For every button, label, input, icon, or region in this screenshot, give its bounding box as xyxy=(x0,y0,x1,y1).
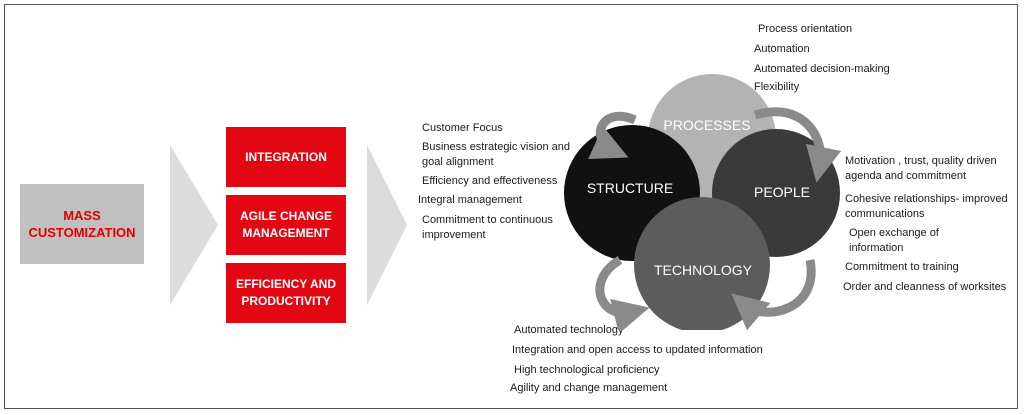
cycle-arrow-icon xyxy=(753,107,842,183)
pillar-efficiency-productivity: EFFICIENCY AND PRODUCTIVITY xyxy=(226,263,346,323)
processes-items-list: Process orientation Automation Automated… xyxy=(752,22,932,97)
pillar-agile-change-management: AGILE CHANGE MANAGEMENT xyxy=(226,195,346,255)
list-item: Automated decision-making xyxy=(754,63,890,75)
list-item: Open exchange of information xyxy=(849,227,939,254)
mass-customization-label: MASS CUSTOMIZATION xyxy=(28,208,136,240)
list-item: Flexibility xyxy=(754,81,800,93)
list-item: Cohesive relationships- improved communi… xyxy=(845,193,1008,220)
pillar-label: AGILE CHANGE MANAGEMENT xyxy=(239,209,332,240)
technology-label: TECHNOLOGY xyxy=(654,262,753,278)
list-item: Customer Focus xyxy=(422,122,503,134)
structure-items-list: Customer Focus Business estrategic visio… xyxy=(418,121,588,251)
list-item: Business estrategic vision and goal alig… xyxy=(422,141,570,168)
list-item: Automated technology xyxy=(514,324,624,336)
list-item: Efficiency and effectiveness xyxy=(422,175,558,187)
structure-label: STRUCTURE xyxy=(587,180,673,196)
list-item: Order and cleanness of worksites xyxy=(843,281,1007,293)
list-item: Automation xyxy=(754,43,810,55)
chevron-arrow-1 xyxy=(170,145,218,305)
technology-items-list: Automated technology Integration and ope… xyxy=(508,323,798,401)
list-item: Integration and open access to updated i… xyxy=(512,344,763,356)
processes-label: PROCESSES xyxy=(663,117,750,133)
list-item: Process orientation xyxy=(758,23,853,35)
list-item: Agility and change management xyxy=(510,382,668,394)
cycle-diagram: PROCESSES STRUCTURE PEOPLE TECHNOLOGY xyxy=(564,74,842,330)
mass-customization-box: MASS CUSTOMIZATION xyxy=(20,184,144,264)
cycle-arrow-icon xyxy=(588,111,637,159)
pillar-label: EFFICIENCY AND PRODUCTIVITY xyxy=(235,277,336,308)
list-item: Motivation , trust, quality driven agend… xyxy=(845,155,997,182)
list-item: Commitment to training xyxy=(845,261,959,273)
people-items-list: Motivation , trust, quality driven agend… xyxy=(843,154,1018,299)
list-item: High technological proficiency xyxy=(514,364,660,376)
pillar-integration: INTEGRATION xyxy=(226,127,346,187)
list-item: Integral management xyxy=(418,194,522,206)
list-item: Commitment to continuous improvement xyxy=(422,214,553,241)
pillar-label: INTEGRATION xyxy=(245,149,327,164)
chevron-arrow-2 xyxy=(367,145,407,305)
cycle-arrow-icon xyxy=(731,259,816,330)
people-label: PEOPLE xyxy=(754,184,810,200)
cycle-arrow-icon xyxy=(595,256,650,330)
